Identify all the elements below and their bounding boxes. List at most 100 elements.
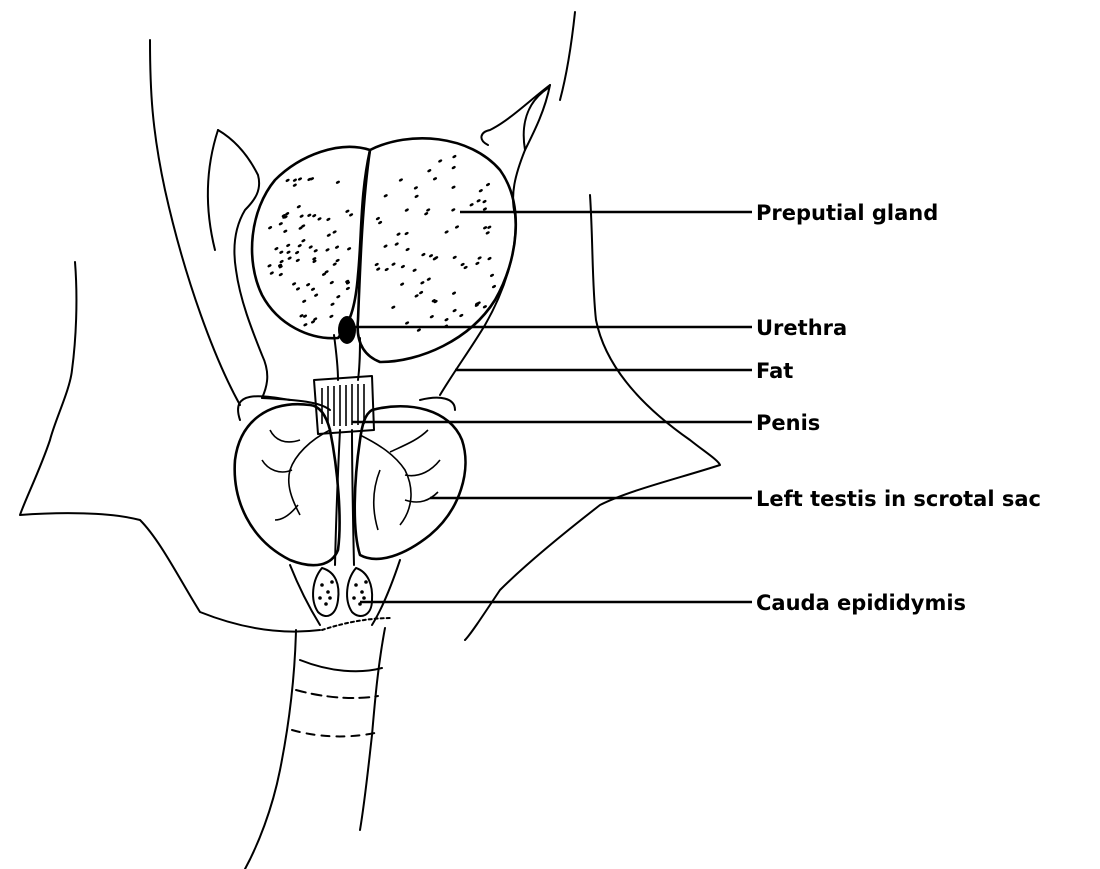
stipple-dot: [325, 248, 330, 252]
stipple-dot: [295, 287, 300, 291]
stipple-dot: [405, 321, 410, 325]
stipple-dot: [335, 180, 340, 184]
labels: Preputial gland Urethra Fat Penis Left t…: [756, 201, 1041, 615]
stipple-dot: [383, 244, 388, 248]
stipple-dot: [416, 328, 421, 332]
stipple-dot: [424, 211, 429, 215]
stipple-dot: [330, 302, 335, 306]
stipple-dot: [438, 159, 443, 163]
stipple-dot: [329, 314, 334, 318]
penis: [314, 376, 374, 565]
stipple-dot: [396, 232, 401, 236]
stipple-dot: [463, 265, 468, 269]
stipple-dot: [268, 225, 273, 229]
stipple-dot: [374, 262, 379, 266]
fat-tissue: [208, 85, 550, 398]
label-penis: Penis: [756, 411, 820, 435]
stipple-dot: [412, 268, 417, 272]
label-preputial-gland: Preputial gland: [756, 201, 938, 225]
stipple-dot: [349, 213, 354, 217]
stipple-dot: [426, 277, 431, 281]
stipple-dot: [391, 262, 396, 266]
stipple-dot: [345, 286, 350, 290]
stipple-dot: [285, 178, 290, 182]
stipple-dot: [405, 247, 410, 251]
stipple-dot: [451, 165, 456, 169]
stipple-dot: [452, 308, 457, 312]
stipple-dot: [489, 273, 494, 277]
stipple-dot: [286, 250, 291, 254]
stipple-dot: [283, 229, 288, 233]
stipple-dot: [326, 233, 331, 237]
stipple-dot: [302, 299, 307, 303]
stipple-dot: [307, 213, 312, 217]
stipple-dot: [345, 209, 350, 213]
stipple-dot: [420, 281, 425, 285]
stipple-dot: [432, 177, 437, 181]
stipple-dot: [482, 305, 487, 309]
stipple-dot: [419, 290, 424, 294]
stipple-dot: [296, 204, 301, 208]
stipple-dot: [483, 226, 488, 230]
stipple-dot: [404, 208, 409, 212]
stipple-dot: [308, 245, 313, 249]
stipple-dot: [491, 284, 496, 288]
stipple-dot: [326, 217, 331, 221]
stipple-dot: [297, 243, 302, 247]
stipple-dot: [478, 188, 483, 192]
label-urethra: Urethra: [756, 316, 847, 340]
stipple-dot: [400, 282, 405, 286]
stipple-dot: [313, 249, 318, 253]
stipple-dot: [274, 246, 279, 250]
stipple-dot: [267, 264, 272, 268]
stipple-dot: [292, 282, 297, 286]
stipple-dot: [414, 294, 419, 298]
stipple-dot: [303, 323, 308, 327]
stipple-dot: [469, 203, 474, 207]
stipple-dot: [279, 259, 284, 263]
stipple-dot: [347, 247, 352, 251]
stipple-dot: [334, 245, 339, 249]
stipple-dot: [383, 194, 388, 198]
stipple-dot: [398, 178, 403, 182]
stipple-dot: [391, 305, 396, 309]
stipple-dot: [301, 238, 306, 242]
stipple-dot: [400, 264, 405, 268]
stipple-dot: [460, 262, 465, 266]
stipple-dot: [421, 252, 426, 256]
stipple-dot: [295, 258, 300, 262]
stipple-dot: [451, 291, 456, 295]
stipple-dot: [444, 317, 449, 321]
stipple-dot: [451, 185, 456, 189]
stipple-dot: [426, 208, 431, 212]
label-cauda-epididymis: Cauda epididymis: [756, 591, 966, 615]
stipple-dot: [279, 250, 284, 254]
stipple-dot: [269, 271, 274, 275]
stipple-dot: [452, 255, 457, 259]
stipple-dot: [414, 194, 419, 198]
stipple-dot: [287, 256, 292, 260]
label-left-testis: Left testis in scrotal sac: [756, 487, 1041, 511]
preputial-gland: [252, 138, 516, 362]
stipple-dot: [384, 267, 389, 271]
stipple-dot: [404, 231, 409, 235]
stipple-dot: [477, 256, 482, 260]
stipple-dot: [429, 314, 434, 318]
stipple-dot: [378, 220, 383, 224]
urethra: [334, 316, 360, 380]
stipple-dot: [427, 168, 432, 172]
stipple-dot: [485, 182, 490, 186]
stipple-dot: [482, 207, 487, 211]
stipple-dot: [394, 242, 399, 246]
stipple-dot: [329, 280, 334, 284]
stipple-dot: [312, 213, 317, 217]
stipple-dot: [292, 183, 297, 187]
stipple-dot: [487, 225, 492, 229]
stipple-dot: [454, 225, 459, 229]
stipple-dot: [335, 258, 340, 262]
stipple-dot: [310, 287, 315, 291]
stipple-dot: [278, 222, 283, 226]
stipple-dot: [292, 178, 297, 182]
